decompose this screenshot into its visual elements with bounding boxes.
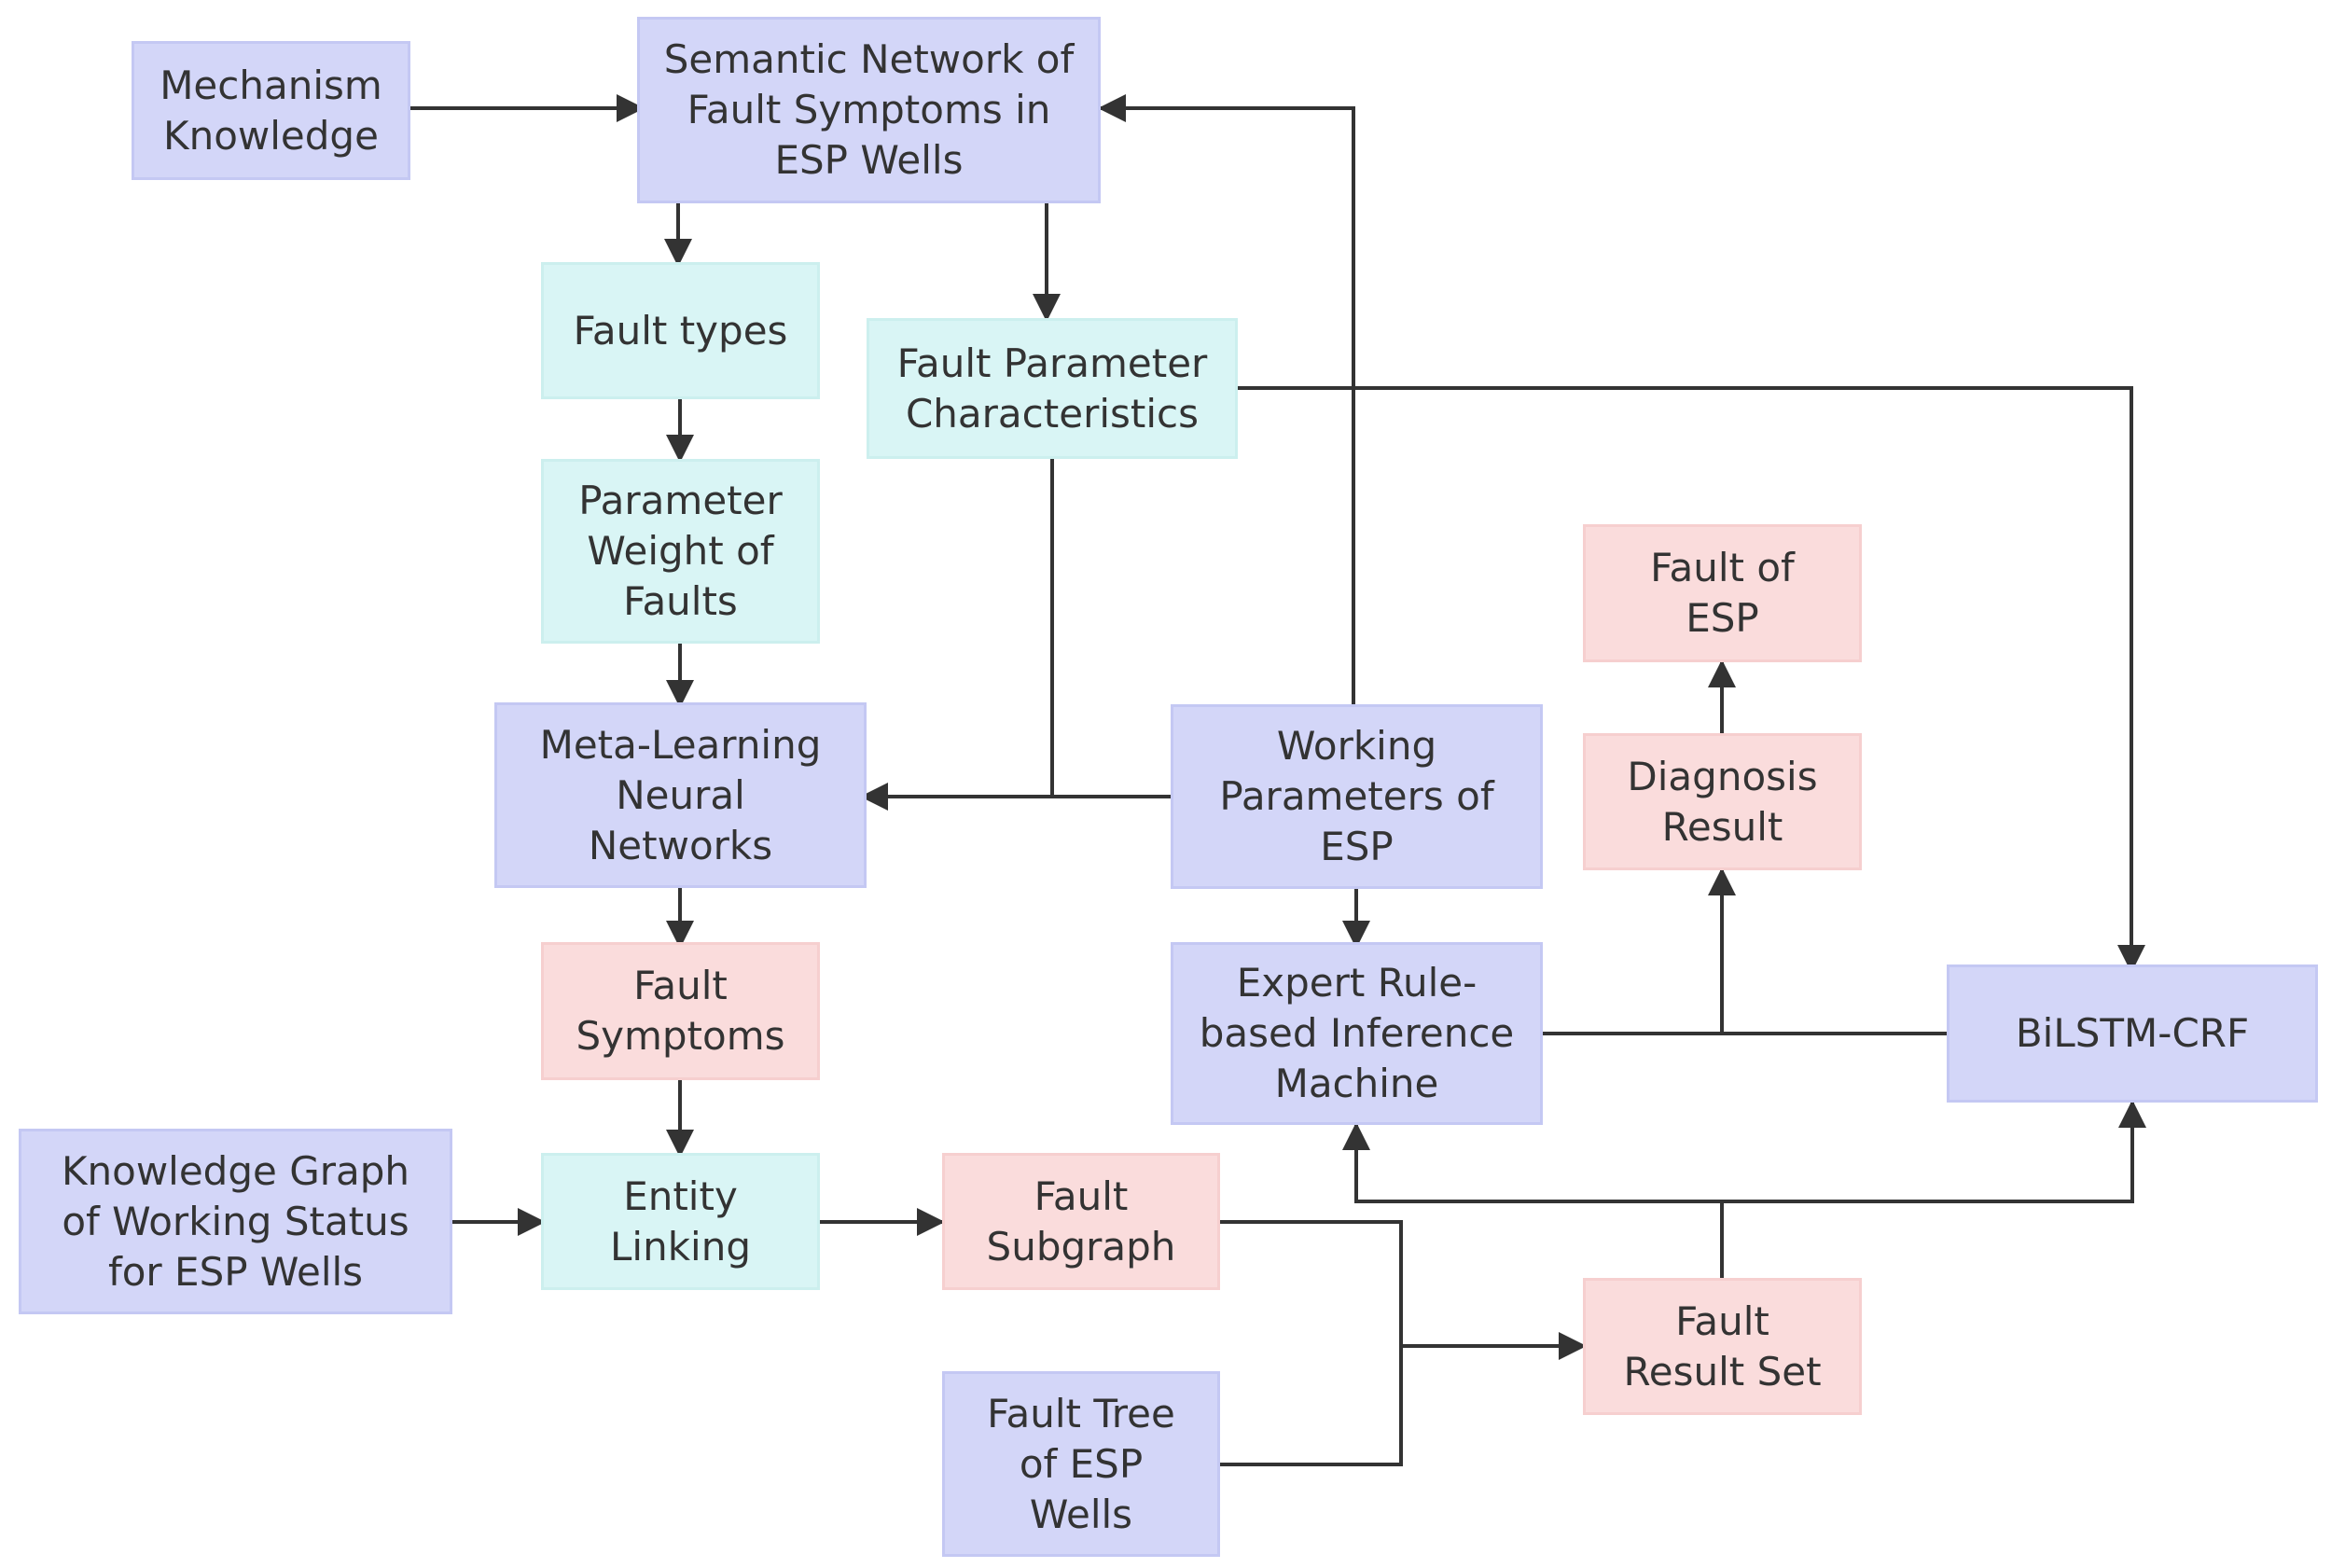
node-fault-tree: Fault Tree of ESP Wells (942, 1371, 1220, 1557)
edge-fault-result-set-to-expert-rule (1342, 1122, 1722, 1203)
node-knowledge-graph: Knowledge Graph of Working Status for ES… (19, 1129, 452, 1314)
node-entity-linking: Entity Linking (541, 1153, 820, 1290)
node-semantic-network: Semantic Network of Fault Symptoms in ES… (637, 17, 1101, 203)
edge-working-params-to-semantic (1098, 94, 1355, 704)
node-fault-symptoms: Fault Symptoms (541, 942, 820, 1080)
node-bilstm-crf: BiLSTM-CRF (1947, 964, 2318, 1103)
edge-fault-subgraph-to-merge (1220, 1220, 1403, 1466)
edge-fault-param-to-meta-learning (1019, 459, 1054, 798)
node-fault-result-set: Fault Result Set (1583, 1278, 1862, 1415)
node-meta-learning: Meta-Learning Neural Networks (494, 702, 867, 888)
node-fault-of-esp: Fault of ESP (1583, 524, 1862, 662)
node-fault-parameter-characteristics: Fault Parameter Characteristics (867, 318, 1238, 459)
edge-fault-param-to-bilstm (1238, 386, 2145, 973)
node-fault-types: Fault types (541, 262, 820, 399)
node-expert-rule-inference: Expert Rule- based Inference Machine (1171, 942, 1543, 1125)
node-working-parameters: Working Parameters of ESP (1171, 704, 1543, 889)
edge-fault-result-set-to-bilstm (1722, 1100, 2146, 1203)
node-parameter-weight: Parameter Weight of Faults (541, 459, 820, 644)
node-mechanism-knowledge: Mechanism Knowledge (132, 41, 410, 180)
node-fault-subgraph: Fault Subgraph (942, 1153, 1220, 1290)
node-diagnosis-result: Diagnosis Result (1583, 733, 1862, 870)
